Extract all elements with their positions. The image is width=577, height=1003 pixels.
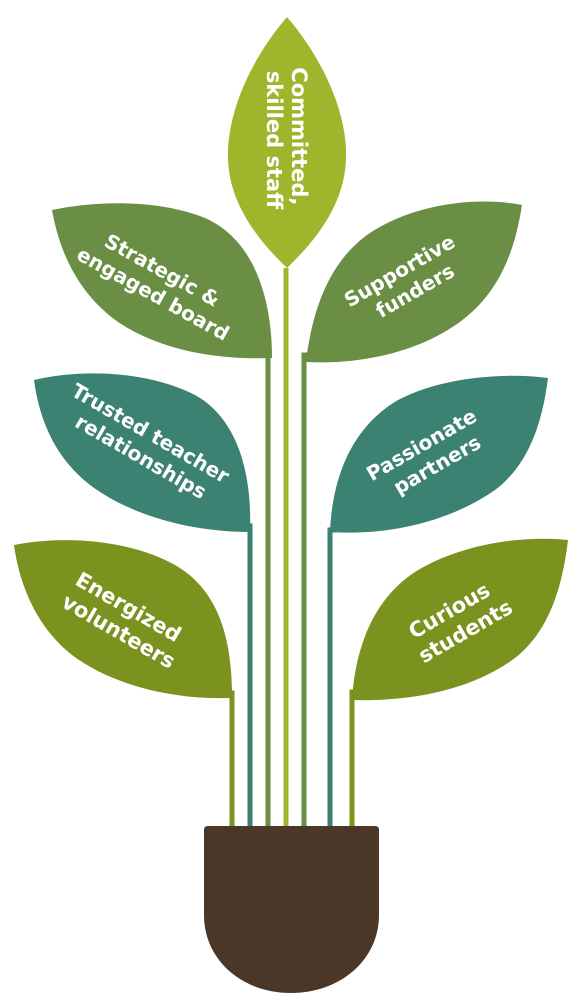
leaf-lower-left-shape [14, 540, 232, 699]
leaf-top-line2: skilled staff [262, 71, 286, 210]
stem-lower-right [349, 689, 360, 828]
leaf-middle-right-shape [330, 375, 548, 533]
leaf-upper-left: Strategic & engaged board [52, 203, 272, 359]
stem-middle-left [240, 523, 253, 828]
leaf-top: Committed, skilled staff [227, 17, 347, 268]
leaf-middle-left: Trusted teacher relationships [34, 373, 251, 532]
leaf-upper-left-shape [52, 203, 272, 359]
leaf-lower-left: Energized volunteers [14, 540, 232, 699]
svg-text:Committed, skilled staff: Committed, skilled staff [262, 67, 311, 212]
leaf-middle-left-shape [34, 373, 251, 532]
stem-lower-left [221, 690, 235, 828]
leaf-lower-right: Curious students [352, 538, 568, 701]
stem-middle-right [327, 527, 336, 828]
stem-upper-right [301, 352, 316, 828]
leaf-middle-right: Passionate partners [330, 375, 548, 533]
leaf-upper-right: Supportive funders [306, 201, 522, 363]
plant-pot [204, 826, 379, 993]
leaf-top-shape [227, 17, 347, 268]
leaf-lower-right-shape [352, 538, 568, 701]
leaf-top-line1: Committed, [287, 67, 311, 205]
leaf-upper-right-shape [306, 201, 522, 363]
stem-upper-left [262, 349, 271, 828]
